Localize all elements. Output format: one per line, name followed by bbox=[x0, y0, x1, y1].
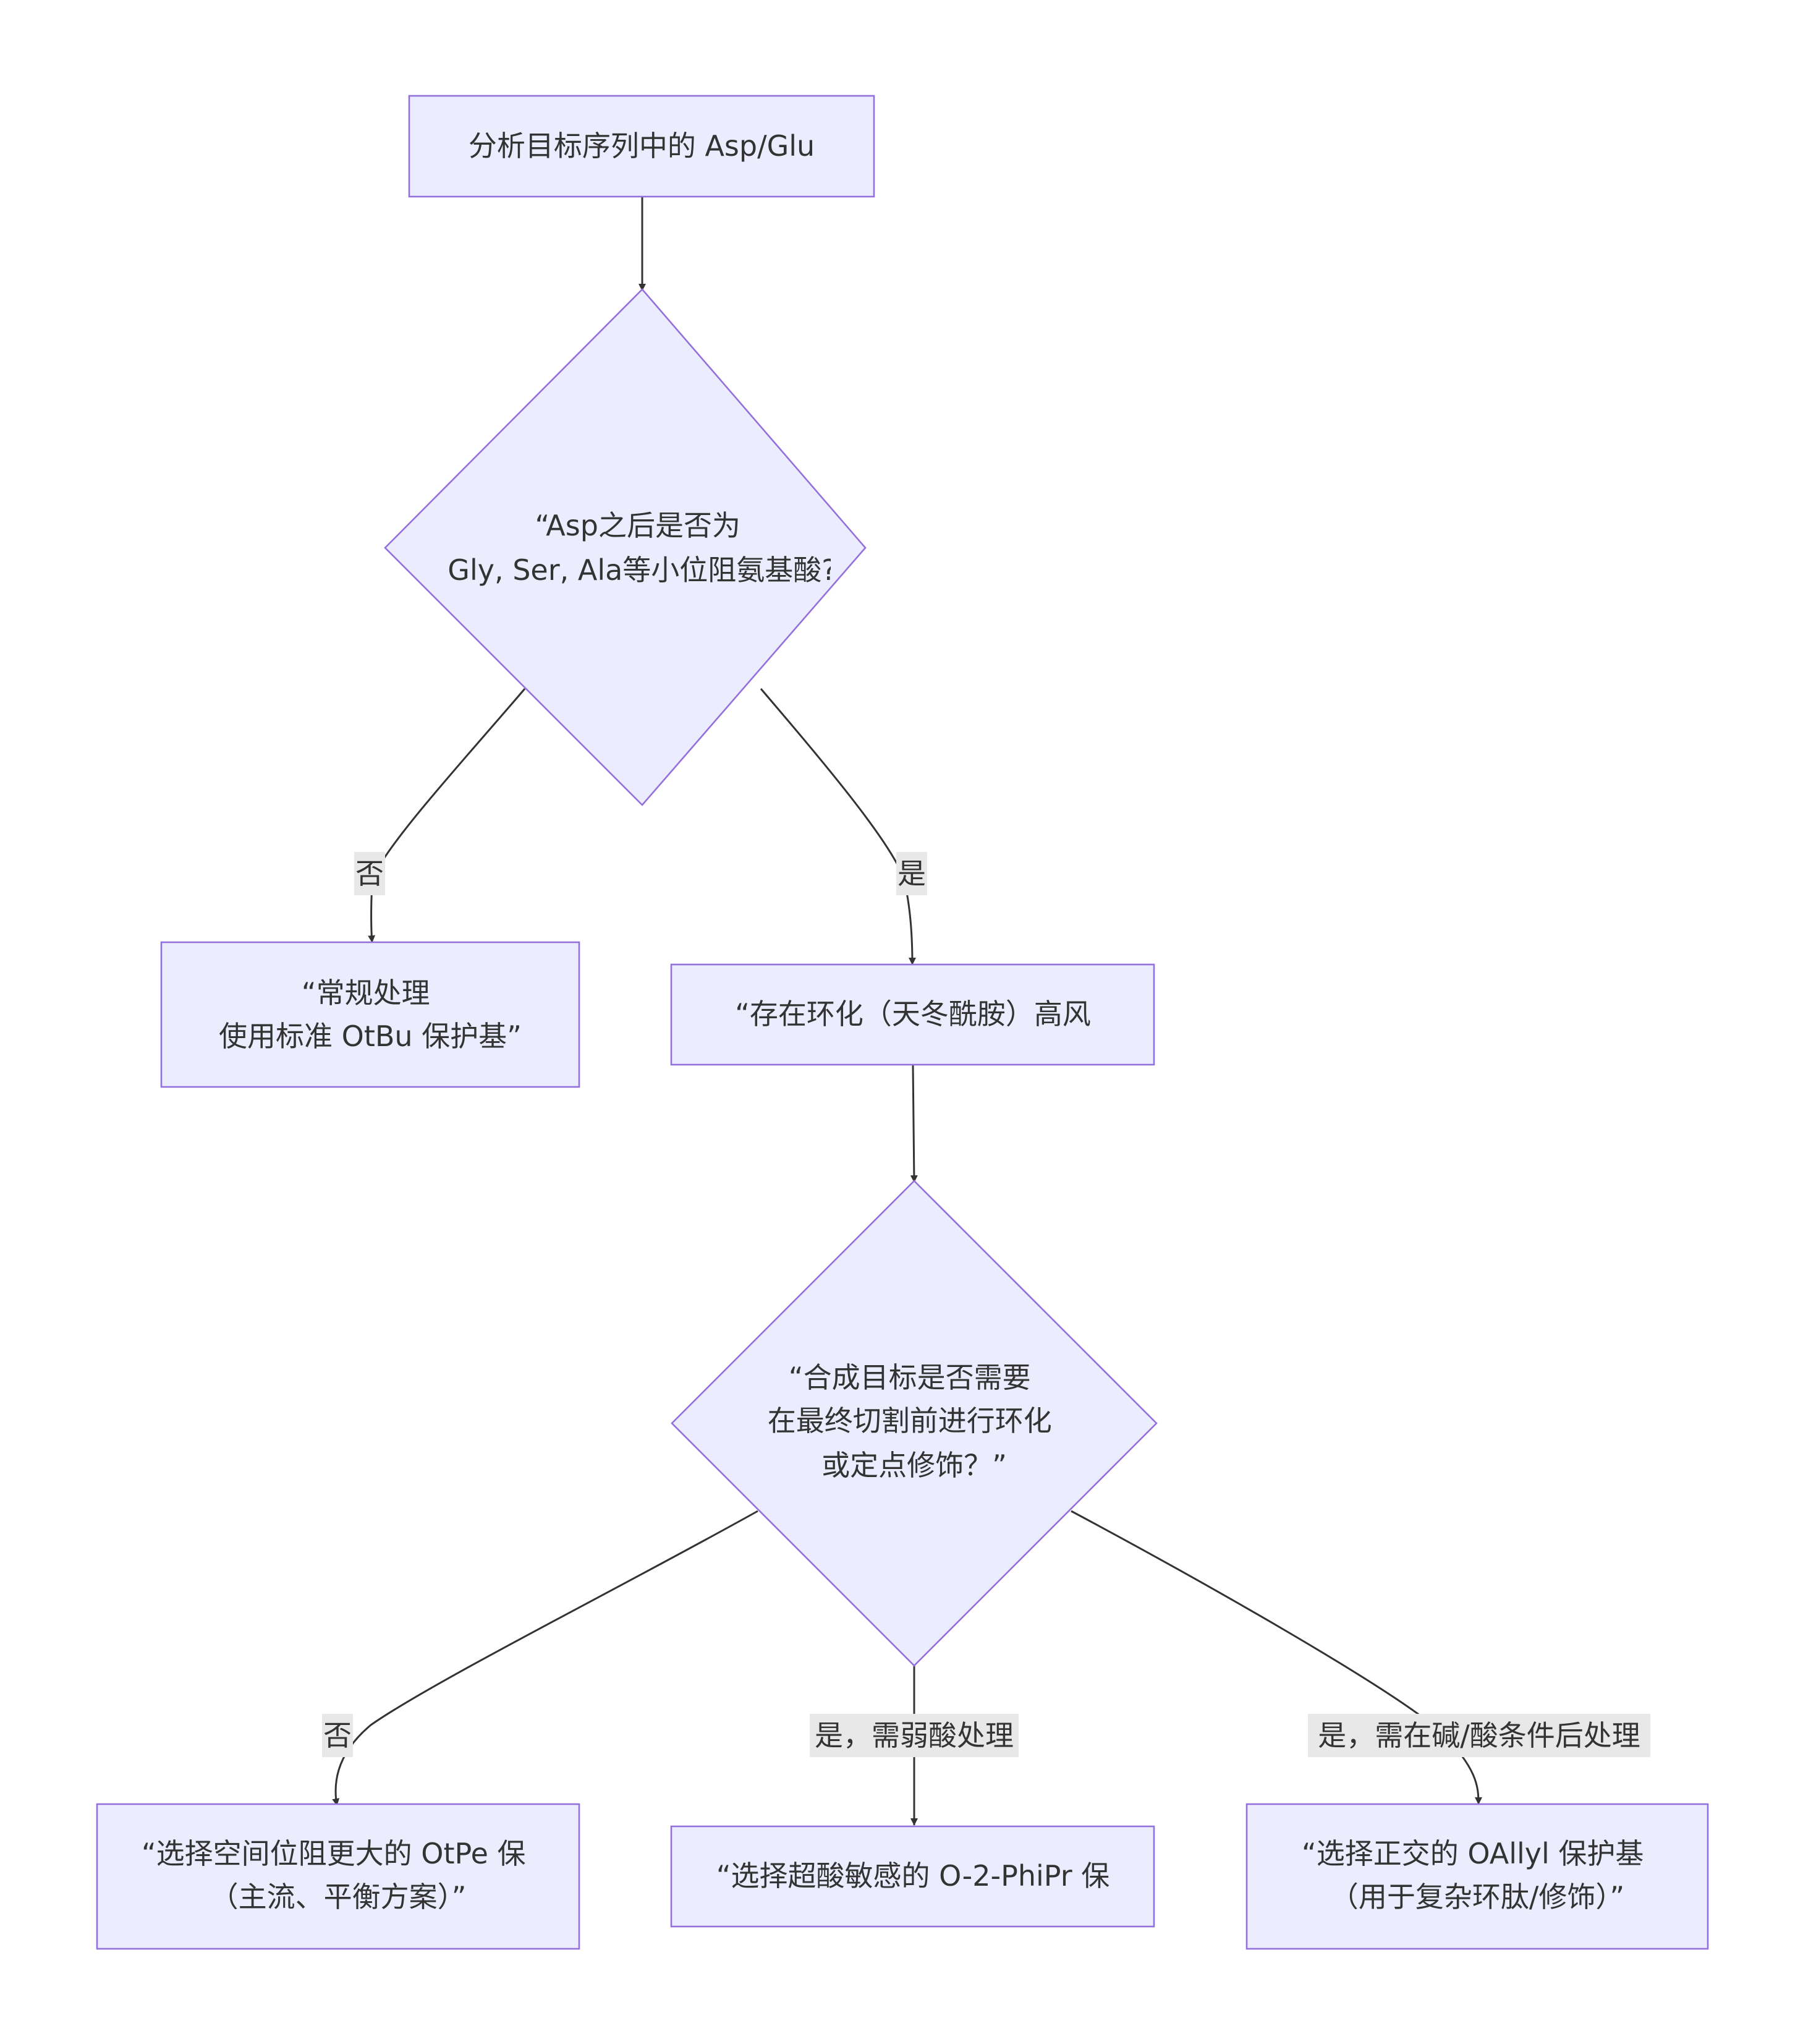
node-analyze-line-1: 分析目标序列中的 Asp/Glu bbox=[469, 129, 815, 163]
decision-cyclize-line-3: 或定点修饰？” bbox=[821, 1449, 1007, 1482]
decision-cyclize-line-1: “合成目标是否需要 bbox=[789, 1361, 1031, 1394]
decision-small-line-1: “Asp之后是否为 bbox=[535, 509, 740, 542]
routine-line-1: “常规处理 bbox=[302, 976, 430, 1010]
oallyl-line-1: “选择正交的 OAllyl 保护基 bbox=[1302, 1837, 1644, 1870]
svg-text:“选择超酸敏感的 O-2-PhiPr 保: “选择超酸敏感的 O-2-PhiPr 保 bbox=[716, 1859, 1110, 1893]
decision-cyclize-line-2: 在最终切割前进行环化 bbox=[768, 1404, 1052, 1437]
oallyl-line-2: （用于复杂环肽/修饰）” bbox=[1330, 1880, 1624, 1914]
edge-decision2-to-otpe bbox=[332, 1510, 758, 1806]
svg-text:“存在环化（天冬酰胺）高风: “存在环化（天冬酰胺）高风 bbox=[735, 997, 1091, 1031]
edge-label-no-2-text: 否 bbox=[323, 1719, 352, 1752]
node-otpe: “选择空间位阻更大的 OtPe 保 （主流、平衡方案）” bbox=[96, 1803, 580, 1950]
edge-label-yes-base-acid: 是，需在碱/酸条件后处理 bbox=[1308, 1714, 1650, 1757]
svg-text:分析目标序列中的 Asp/Glu: 分析目标序列中的 Asp/Glu bbox=[469, 129, 815, 163]
edge-decision1-to-cyclization bbox=[760, 688, 916, 965]
node-analyze: 分析目标序列中的 Asp/Glu bbox=[408, 95, 875, 198]
svg-text:“常规处理 使用标准 OtBu 保护基”: “常规处理 使用标准 OtBu 保护基” bbox=[219, 976, 522, 1053]
edge-decision1-to-routine bbox=[368, 688, 526, 943]
cyclization-line-1: “存在环化（天冬酰胺）高风 bbox=[735, 997, 1091, 1031]
node-decision-small-residue: “Asp之后是否为 Gly, Ser, Ala等小位阻氨基酸? bbox=[384, 288, 867, 806]
edge-label-no-1-text: 否 bbox=[355, 857, 384, 890]
node-routine: “常规处理 使用标准 OtBu 保护基” bbox=[160, 941, 580, 1088]
svg-text:“合成目标是否需要 在最终切割前进行环化: “合成目标是否需要 在最终切割前进行环化 或定点修饰？” bbox=[768, 1361, 1061, 1482]
edge-label-no-1: 否 bbox=[354, 852, 385, 895]
edge-label-yes-weak-acid-text: 是，需弱酸处理 bbox=[815, 1719, 1014, 1752]
edge-cyclization-to-decision2 bbox=[910, 1064, 918, 1183]
node-phipr: “选择超酸敏感的 O-2-PhiPr 保 bbox=[670, 1825, 1155, 1928]
otpe-line-1: “选择空间位阻更大的 OtPe 保 bbox=[142, 1837, 526, 1870]
node-oallyl: “选择正交的 OAllyl 保护基 （用于复杂环肽/修饰）” bbox=[1245, 1803, 1709, 1950]
node-cyclization-risk: “存在环化（天冬酰胺）高风 bbox=[670, 963, 1155, 1066]
svg-text:“Asp之后是否为 Gly, Ser, Ala等: “Asp之后是否为 Gly, Ser, Ala等小位阻氨基酸? bbox=[448, 509, 836, 587]
edge-label-yes-1: 是 bbox=[896, 852, 927, 895]
decision-small-line-2: Gly, Ser, Ala等小位阻氨基酸? bbox=[448, 553, 836, 587]
node-decision-cyclize: “合成目标是否需要 在最终切割前进行环化 或定点修饰？” bbox=[671, 1180, 1158, 1667]
svg-text:“选择空间位阻更大的 OtPe 保 （主流、平衡: “选择空间位阻更大的 OtPe 保 （主流、平衡方案）” bbox=[142, 1837, 535, 1914]
edge-label-yes-weak-acid: 是，需弱酸处理 bbox=[810, 1714, 1019, 1757]
edge-label-yes-1-text: 是 bbox=[897, 857, 926, 890]
svg-text:“选择正交的 OAllyl 保护基 （用于复杂环: “选择正交的 OAllyl 保护基 （用于复杂环肽/修饰）” bbox=[1302, 1837, 1653, 1914]
phipr-line-1: “选择超酸敏感的 O-2-PhiPr 保 bbox=[716, 1859, 1110, 1893]
otpe-line-2: （主流、平衡方案）” bbox=[210, 1880, 467, 1914]
edge-label-no-2: 否 bbox=[322, 1714, 353, 1757]
routine-line-2: 使用标准 OtBu 保护基” bbox=[219, 1020, 522, 1053]
edge-label-yes-base-acid-text: 是，需在碱/酸条件后处理 bbox=[1318, 1719, 1640, 1752]
edge-decision2-to-oallyl bbox=[1071, 1510, 1482, 1805]
